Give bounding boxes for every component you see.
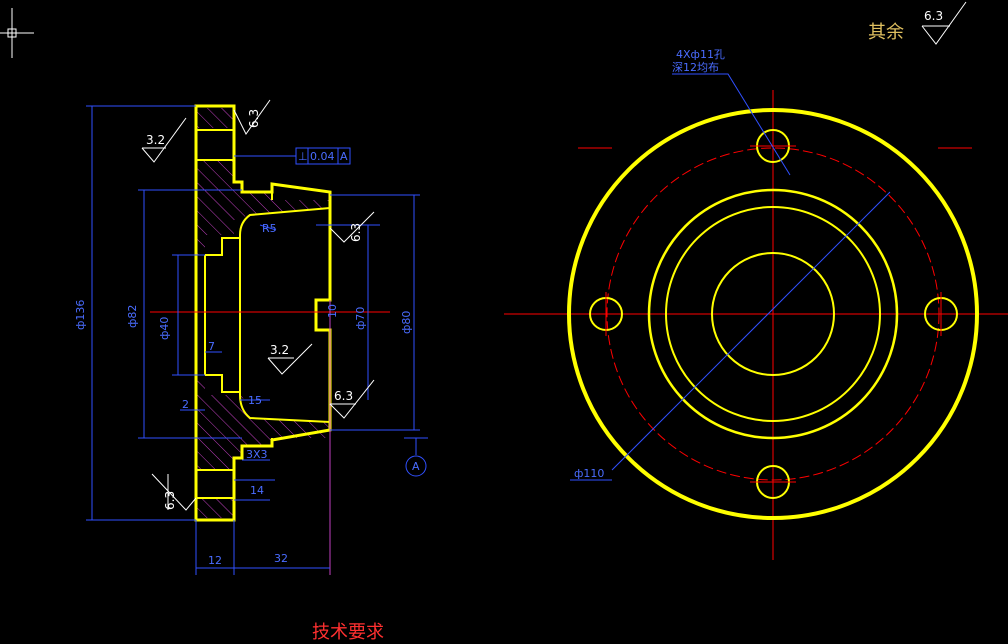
section-hatch (196, 108, 330, 518)
dim-diameter-80: ф80 (400, 311, 413, 334)
roughness-symbols (141, 99, 375, 511)
dim-10: 10 (326, 304, 339, 318)
hole-note-line-2: 深12均布 (672, 61, 719, 74)
roughness-63-right: 6.3 (349, 223, 363, 242)
dim-r5: R5 (262, 222, 277, 235)
pcd-label: ф110 (574, 467, 604, 480)
dim-2: 2 (182, 398, 189, 411)
datum-circle (405, 455, 427, 477)
dim-diameter-136: ф136 (74, 300, 87, 330)
dim-7: 7 (208, 340, 215, 353)
cursor-crosshair (0, 8, 34, 58)
dim-bottom-12: 12 (208, 554, 222, 567)
roughness-63-top: 6.3 (247, 109, 261, 128)
front-view: 4Xф11孔 深12均布 ф110 (504, 48, 1008, 560)
part-outline (194, 104, 332, 522)
dim-diameter-40: ф40 (158, 317, 171, 340)
roughness-32-left: 3.2 (146, 133, 165, 147)
section-view: 6.3 3.2 6.3 3.2 6.3 6.3 ⊥ 0.04 A A ф136 … (74, 99, 428, 575)
dim-bottom-32: 32 (274, 552, 288, 565)
tolerance-datum: A (340, 150, 348, 163)
roughness-32-center: 3.2 (270, 343, 289, 357)
corner-note-label: 其余 (868, 22, 904, 43)
datum-label: A (412, 460, 420, 473)
dim-diameter-82: ф82 (126, 305, 139, 328)
dimension-lines (86, 105, 428, 575)
centerlines (504, 90, 1008, 560)
roughness-63-lower: 6.3 (334, 389, 353, 403)
tolerance-frame: ⊥ 0.04 A (295, 147, 351, 165)
tolerance-symbol: ⊥ (298, 150, 308, 163)
front-leaders (570, 73, 891, 481)
hole-note-line-1: 4Xф11孔 (676, 48, 725, 61)
dim-diameter-70: ф70 (354, 307, 367, 330)
dim-14: 14 (250, 484, 264, 497)
corner-roughness-note: 其余 6.3 (868, 1, 967, 45)
inner-lines (196, 129, 331, 499)
dim-3x3: 3X3 (246, 448, 268, 461)
dim-15: 15 (248, 394, 262, 407)
tolerance-value: 0.04 (310, 150, 335, 163)
corner-note-roughness: 6.3 (924, 9, 943, 23)
hole-centerlines (605, 145, 942, 483)
flange-circles (567, 108, 979, 520)
technical-requirements-title: 技术要求 (312, 622, 384, 643)
roughness-63-bottom: 6.3 (163, 491, 177, 510)
